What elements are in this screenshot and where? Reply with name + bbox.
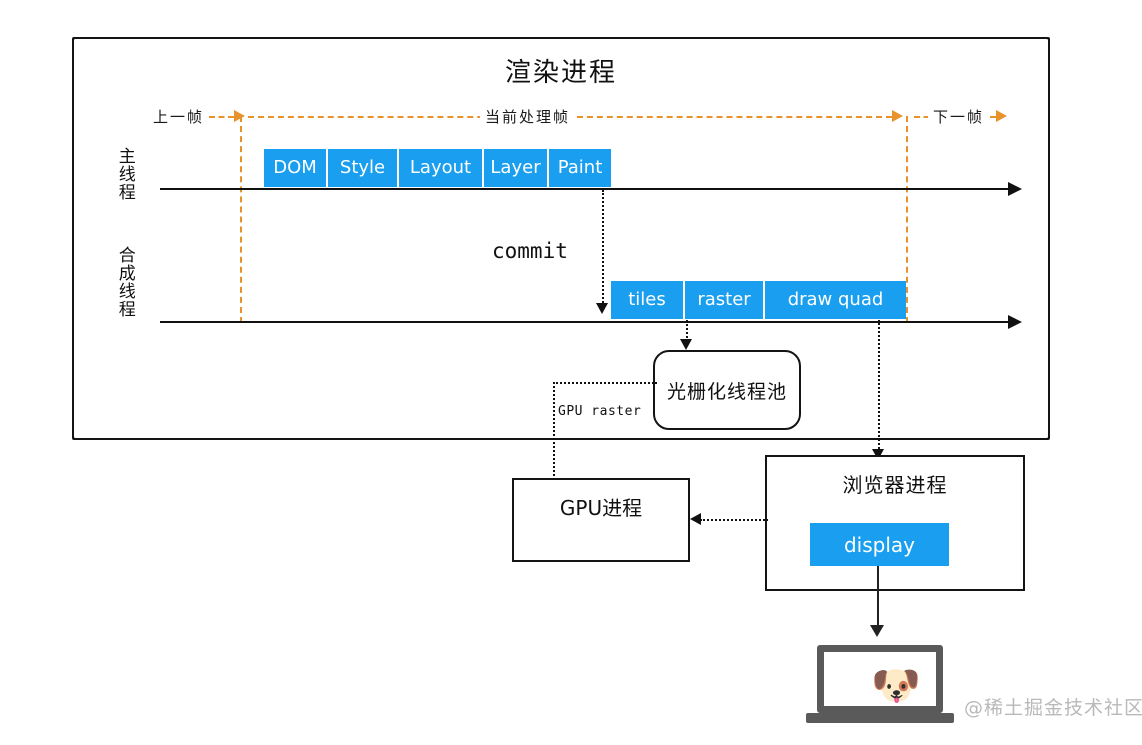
display-to-screen-connector [877,566,879,628]
gpu-process-label: GPU进程 [559,496,643,520]
draw-quad-arrow-icon [872,449,884,460]
gpu-raster-edge-label: GPU raster [558,404,642,419]
stage-box-layer: Layer [484,149,549,187]
doge-icon: 🐶 [871,663,921,709]
stage-box-dom: DOM [264,149,328,187]
current-frame-arrow-icon [892,110,903,122]
current-frame-label: 当前处理帧 [480,106,576,127]
main-thread-axis-arrow-icon [1008,182,1022,196]
draw-quad-to-browser-connector [878,320,880,452]
stage-box-draw-quad: draw quad [765,281,906,319]
watermark-label: @稀土掘金技术社区 [964,697,1142,719]
browser-to-gpu-connector [700,519,768,521]
renderer-process-title: 渲染进程 [504,58,617,88]
gpu-raster-connector-vertical [553,382,555,492]
stage-box-raster: raster [685,281,765,319]
raster-to-pool-connector [686,320,688,342]
stage-box-paint: Paint [549,149,611,187]
stage-box-layout: Layout [399,149,484,187]
browser-process-label: 浏览器进程 [842,473,948,497]
compositor-thread-label: 合成线程 [114,246,135,318]
next-frame-label: 下一帧 [928,106,990,127]
commit-connector [602,190,604,306]
main-thread-timeline-axis [160,188,1012,190]
browser-to-gpu-arrow-icon [690,513,701,525]
raster-to-pool-arrow-icon [680,339,692,350]
stage-box-tiles: tiles [611,281,685,319]
compositor-thread-timeline-axis [160,321,1012,323]
frame-boundary-start [240,116,242,323]
renderer-process-container [72,37,1050,440]
laptop-screen: 🐶 [817,645,943,713]
previous-frame-arrow-icon [234,110,245,122]
laptop-base [806,713,954,723]
display-node: display [810,523,949,566]
next-frame-arrow-icon [996,110,1007,122]
commit-arrow-icon [596,303,608,314]
gpu-process-node [512,478,690,562]
stage-box-style: Style [328,149,399,187]
display-to-screen-arrow-icon [870,625,884,637]
gpu-raster-connector-horizontal [553,382,657,384]
main-thread-label: 主线程 [114,147,135,201]
raster-thread-pool-node: 光栅化线程池 [653,350,801,430]
compositor-thread-axis-arrow-icon [1008,315,1022,329]
laptop-illustration: 🐶 [806,645,954,727]
previous-frame-label: 上一帧 [148,106,210,127]
frame-boundary-end [906,116,908,323]
commit-label: commit [492,239,568,263]
